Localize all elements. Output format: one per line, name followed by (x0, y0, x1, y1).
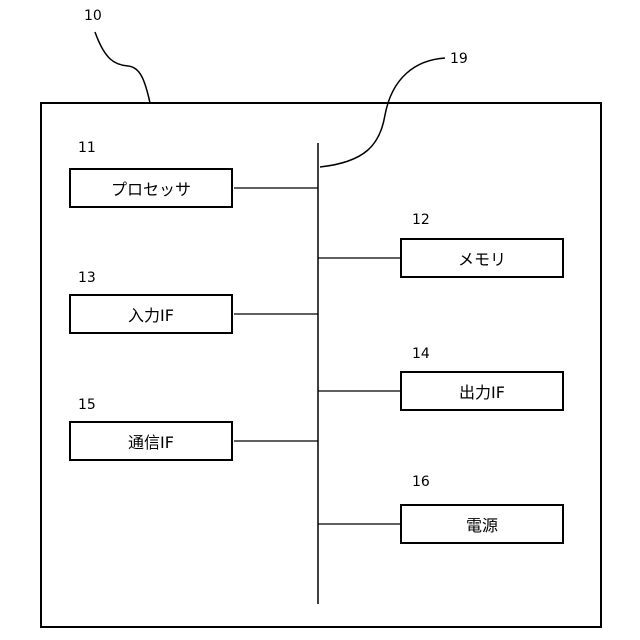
comm-if-box: 通信IF (69, 421, 233, 461)
input-if-ref-label: 13 (78, 270, 96, 286)
input-if-box: 入力IF (69, 294, 233, 334)
bus-leader-line (320, 58, 445, 167)
memory-ref-label: 12 (412, 212, 430, 228)
comm-if-ref-label: 15 (78, 397, 96, 413)
power-ref-label: 16 (412, 474, 430, 490)
power-box: 電源 (400, 504, 564, 544)
device-ref-label: 10 (84, 8, 102, 24)
bus-ref-label: 19 (450, 51, 468, 67)
output-if-label: 出力IF (459, 379, 505, 403)
comm-if-label: 通信IF (128, 429, 174, 453)
output-if-ref-label: 14 (412, 346, 430, 362)
memory-label: メモリ (458, 246, 506, 270)
output-if-box: 出力IF (400, 371, 564, 411)
memory-box: メモリ (400, 238, 564, 278)
processor-box: プロセッサ (69, 168, 233, 208)
processor-label: プロセッサ (111, 176, 191, 200)
power-label: 電源 (466, 512, 498, 536)
processor-ref-label: 11 (78, 140, 96, 156)
input-if-label: 入力IF (128, 302, 174, 326)
device-leader-line (95, 32, 150, 103)
